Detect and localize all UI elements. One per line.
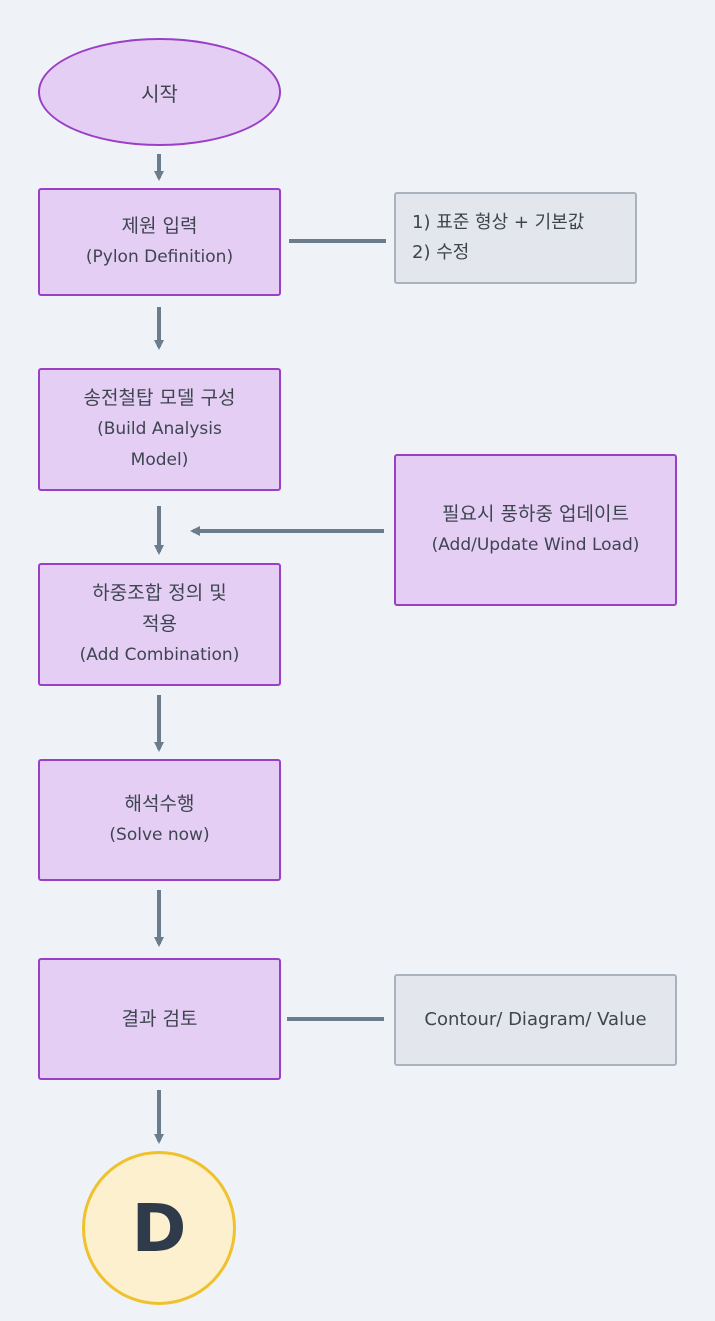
add-combination-subtitle: (Add Combination) (79, 645, 240, 665)
review-title: 결과 검토 (121, 1007, 198, 1030)
add-combination-title-1: 하중조합 정의 및 (92, 582, 227, 604)
build-model-subtitle-1: (Build Analysis (97, 419, 222, 439)
wind-load-step: 필요시 풍하중 업데이트 (Add/Update Wind Load) (394, 454, 677, 606)
start-label: 시작 (141, 81, 178, 106)
build-model-step: 송전철탑 모델 구성 (Build Analysis Model) (38, 368, 281, 491)
definition-options-note: 1) 표준 형상 + 기본값 2) 수정 (394, 192, 637, 284)
wind-load-subtitle: (Add/Update Wind Load) (431, 535, 640, 555)
definition-option-1: 1) 표준 형상 + 기본값 (412, 212, 585, 233)
wind-load-title: 필요시 풍하중 업데이트 (442, 503, 629, 525)
add-combination-title-2: 적용 (142, 613, 177, 635)
definition-option-2: 2) 수정 (412, 242, 470, 263)
review-output-label: Contour/ Diagram/ Value (424, 1009, 647, 1030)
review-step: 결과 검토 (38, 958, 281, 1080)
solve-step: 해석수행 (Solve now) (38, 759, 281, 881)
pylon-definition-step: 제원 입력 (Pylon Definition) (38, 188, 281, 296)
pylon-definition-subtitle: (Pylon Definition) (85, 247, 234, 267)
build-model-subtitle-2: Model) (130, 450, 189, 470)
add-combination-step: 하중조합 정의 및 적용 (Add Combination) (38, 563, 281, 686)
pylon-definition-title: 제원 입력 (121, 215, 198, 237)
solve-subtitle: (Solve now) (109, 825, 210, 845)
end-label: D (131, 1189, 187, 1267)
review-output-note: Contour/ Diagram/ Value (394, 974, 677, 1066)
end-connector: D (82, 1151, 236, 1305)
solve-title: 해석수행 (124, 793, 195, 815)
build-model-title: 송전철탑 모델 구성 (83, 387, 236, 409)
start-terminal: 시작 (38, 38, 281, 146)
